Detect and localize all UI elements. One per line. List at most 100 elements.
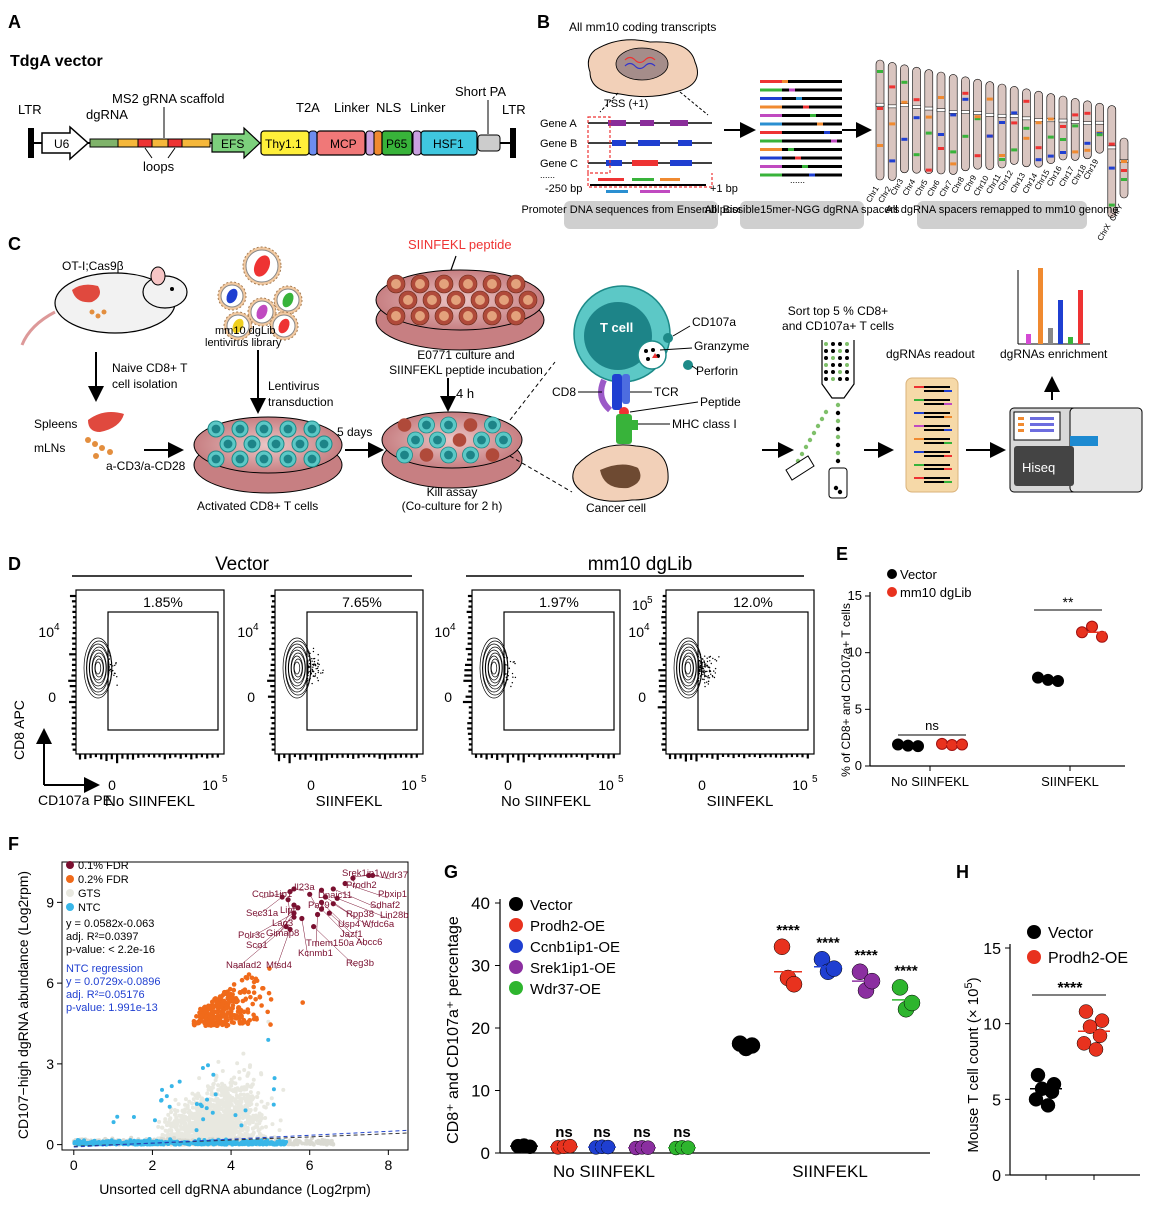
chromosome [961, 76, 970, 172]
f-ntc-point [268, 1141, 273, 1146]
f-ntc-point [272, 1142, 277, 1147]
u6-label: U6 [54, 137, 70, 151]
event-dot [698, 669, 701, 671]
f-gts-point [277, 1128, 282, 1133]
f-gts-point [206, 1087, 211, 1092]
spacer-bar [789, 88, 795, 92]
f-ntc-point [83, 1141, 88, 1146]
chromosome-mark [938, 147, 944, 150]
h-point [1076, 1036, 1092, 1051]
f-gts-point [213, 1118, 218, 1123]
chromosome-mark [1011, 148, 1018, 152]
event-dot [714, 667, 717, 670]
tcr-label: TCR [654, 385, 679, 399]
f-gts-point [249, 1084, 254, 1089]
f-ntc-point [245, 1142, 250, 1147]
f-ntc-point [243, 1108, 248, 1113]
event-dot [711, 675, 714, 677]
sort-cell [845, 356, 849, 360]
f-gts-point [191, 1097, 196, 1102]
spacer-bar [760, 122, 782, 126]
f-gts-point [192, 1111, 197, 1116]
f-gts-point [185, 1105, 190, 1110]
ms2-label: MS2 gRNA scaffold [112, 91, 224, 106]
spacer-bar [809, 173, 815, 177]
spleens-label: Spleens [34, 417, 77, 431]
f-ntc-point [178, 1141, 183, 1146]
event-dot [311, 668, 314, 671]
chromosome-mark [962, 134, 969, 138]
t-cell-nucleus [411, 435, 420, 445]
event-dot [314, 675, 316, 678]
f-y-tick-label: 3 [46, 1056, 54, 1072]
culture-line1: E0771 culture and [417, 348, 514, 362]
h-point [1028, 1092, 1044, 1107]
sort-cell [835, 410, 841, 416]
read-bar [924, 399, 950, 401]
f-fdr02-point [241, 1017, 247, 1023]
g-legend-label: Srek1ip1-OE [530, 960, 616, 977]
f-gts-point [190, 1114, 195, 1119]
f-ntc-stat: y = 0.0729x-0.0896 [66, 976, 161, 988]
chromosome-mark [950, 113, 957, 117]
f-gts-point [243, 1120, 248, 1125]
kill-line1: Kill assay [427, 485, 478, 499]
f-gene-leader [315, 914, 318, 948]
transduction-line2: transduction [268, 395, 333, 409]
event-dot [700, 662, 702, 664]
event-dot [505, 664, 507, 666]
event-dot [718, 656, 720, 658]
g-y-tick-label: 30 [471, 957, 490, 976]
chromosome-mark [1047, 154, 1054, 158]
contour [293, 658, 303, 678]
read-bar [924, 438, 950, 440]
spacer-bar [760, 173, 782, 177]
f-gts-point [255, 1094, 260, 1099]
contour [678, 646, 700, 690]
chromosome-mark [1023, 126, 1030, 130]
f-xlabel: Unsorted cell dgRNA abundance (Log2rpm) [99, 1181, 371, 1197]
g-category-label: No SIINFEKL [553, 1162, 655, 1181]
hsf1-label: HSF1 [433, 137, 464, 151]
f-gene-label: Ccnb1ip1 [252, 889, 292, 900]
ltr-right: LTR [502, 102, 526, 117]
f-gts-point [316, 1138, 321, 1143]
f-x-tick-label: 4 [227, 1157, 235, 1173]
f-gts-point [172, 1112, 177, 1117]
f-gts-point [190, 1101, 195, 1106]
f-gts-point [160, 1132, 165, 1137]
event-dot [109, 663, 112, 666]
f-gts-point [187, 1125, 192, 1130]
contour [89, 649, 107, 687]
f-ntc-point [200, 1065, 205, 1070]
f-gts-point [183, 1107, 188, 1112]
chromosome-mark [1108, 203, 1115, 207]
f-gts-point [226, 1105, 231, 1110]
event-dot [511, 682, 514, 684]
event-dot [506, 678, 509, 681]
t2a-label: T2A [296, 100, 320, 115]
enrichment-barplot [1017, 268, 1090, 345]
f-gts-point [173, 1097, 178, 1102]
f-ntc-point [204, 1140, 209, 1145]
centromere [961, 110, 970, 114]
tumor-cell-nucleus [415, 311, 425, 321]
f-ntc-point [131, 1142, 136, 1147]
f-gts-point [228, 1113, 233, 1118]
ltr-left: LTR [18, 102, 42, 117]
f-gts-point [224, 1125, 229, 1130]
chromosome-mark [1084, 141, 1091, 145]
mouse-label: OT-I;Cas9β [62, 259, 124, 273]
contour [282, 637, 312, 699]
f-gts-point [220, 1081, 225, 1086]
event-dot [317, 653, 319, 656]
f-gts-point [203, 1113, 208, 1118]
h-point [1078, 1004, 1094, 1019]
tumor-cell-nucleus [523, 295, 533, 305]
event-dot [704, 685, 706, 688]
f-ntc-point [164, 1094, 169, 1099]
chromosome [936, 71, 946, 175]
f-gts-point [166, 1112, 171, 1117]
f-gts-point [233, 1089, 238, 1094]
f-y-tick-label: 0 [46, 1137, 54, 1153]
